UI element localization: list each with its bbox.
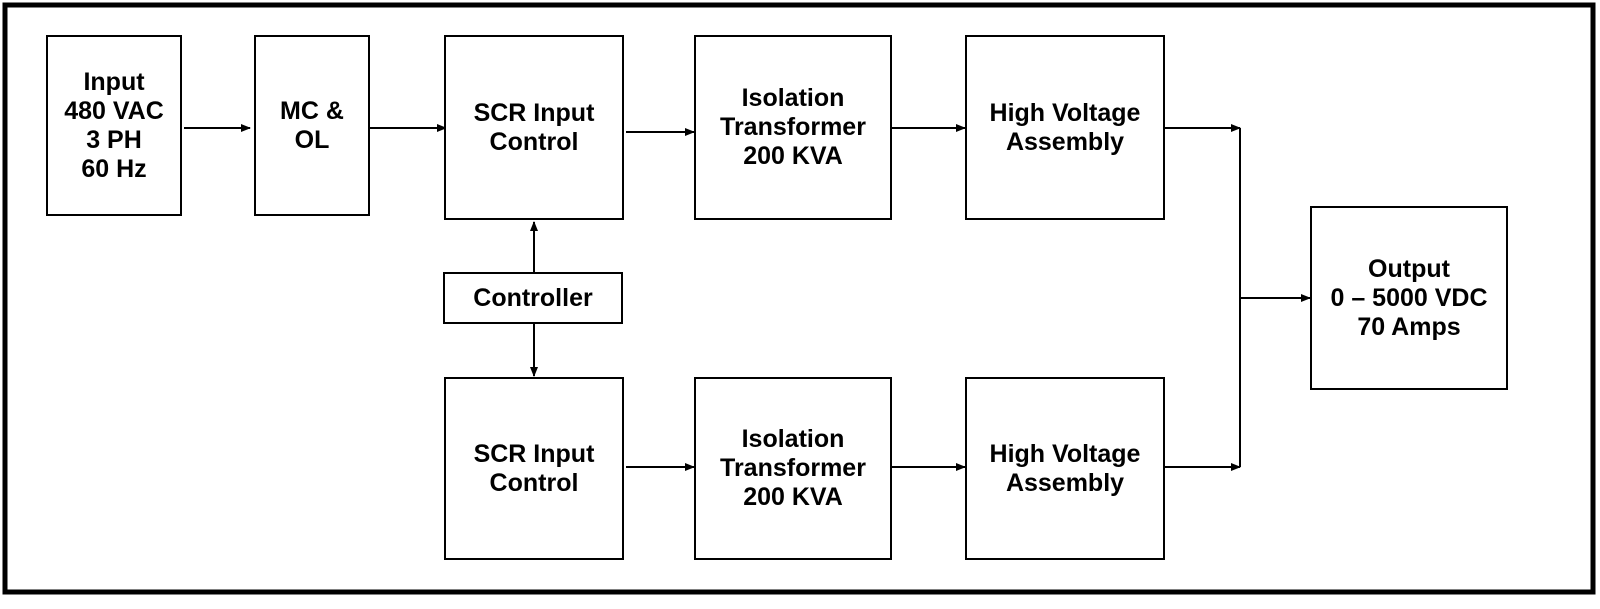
high-voltage-assembly-top-block: High Voltage Assembly (965, 35, 1165, 220)
high-voltage-assembly-bottom-label: High Voltage Assembly (989, 439, 1141, 497)
mc-ol-block: MC & OL (254, 35, 370, 216)
scr-input-control-top-label: SCR Input Control (473, 98, 595, 156)
output-block-label: Output 0 – 5000 VDC 70 Amps (1330, 254, 1488, 341)
controller-block-label: Controller (473, 283, 593, 312)
scr-input-control-bottom-block: SCR Input Control (444, 377, 624, 560)
isolation-transformer-top-block: Isolation Transformer 200 KVA (694, 35, 892, 220)
output-block: Output 0 – 5000 VDC 70 Amps (1310, 206, 1508, 390)
input-block: Input 480 VAC 3 PH 60 Hz (46, 35, 182, 216)
isolation-transformer-bottom-block: Isolation Transformer 200 KVA (694, 377, 892, 560)
isolation-transformer-bottom-label: Isolation Transformer 200 KVA (720, 425, 866, 511)
high-voltage-assembly-top-label: High Voltage Assembly (989, 98, 1141, 156)
scr-input-control-top-block: SCR Input Control (444, 35, 624, 220)
isolation-transformer-top-label: Isolation Transformer 200 KVA (720, 84, 866, 170)
diagram-border (2, 2, 1596, 595)
scr-input-control-bottom-label: SCR Input Control (473, 439, 595, 497)
input-block-label: Input 480 VAC 3 PH 60 Hz (64, 67, 164, 183)
mc-ol-block-label: MC & OL (280, 96, 344, 154)
high-voltage-assembly-bottom-block: High Voltage Assembly (965, 377, 1165, 560)
controller-block: Controller (443, 272, 623, 324)
